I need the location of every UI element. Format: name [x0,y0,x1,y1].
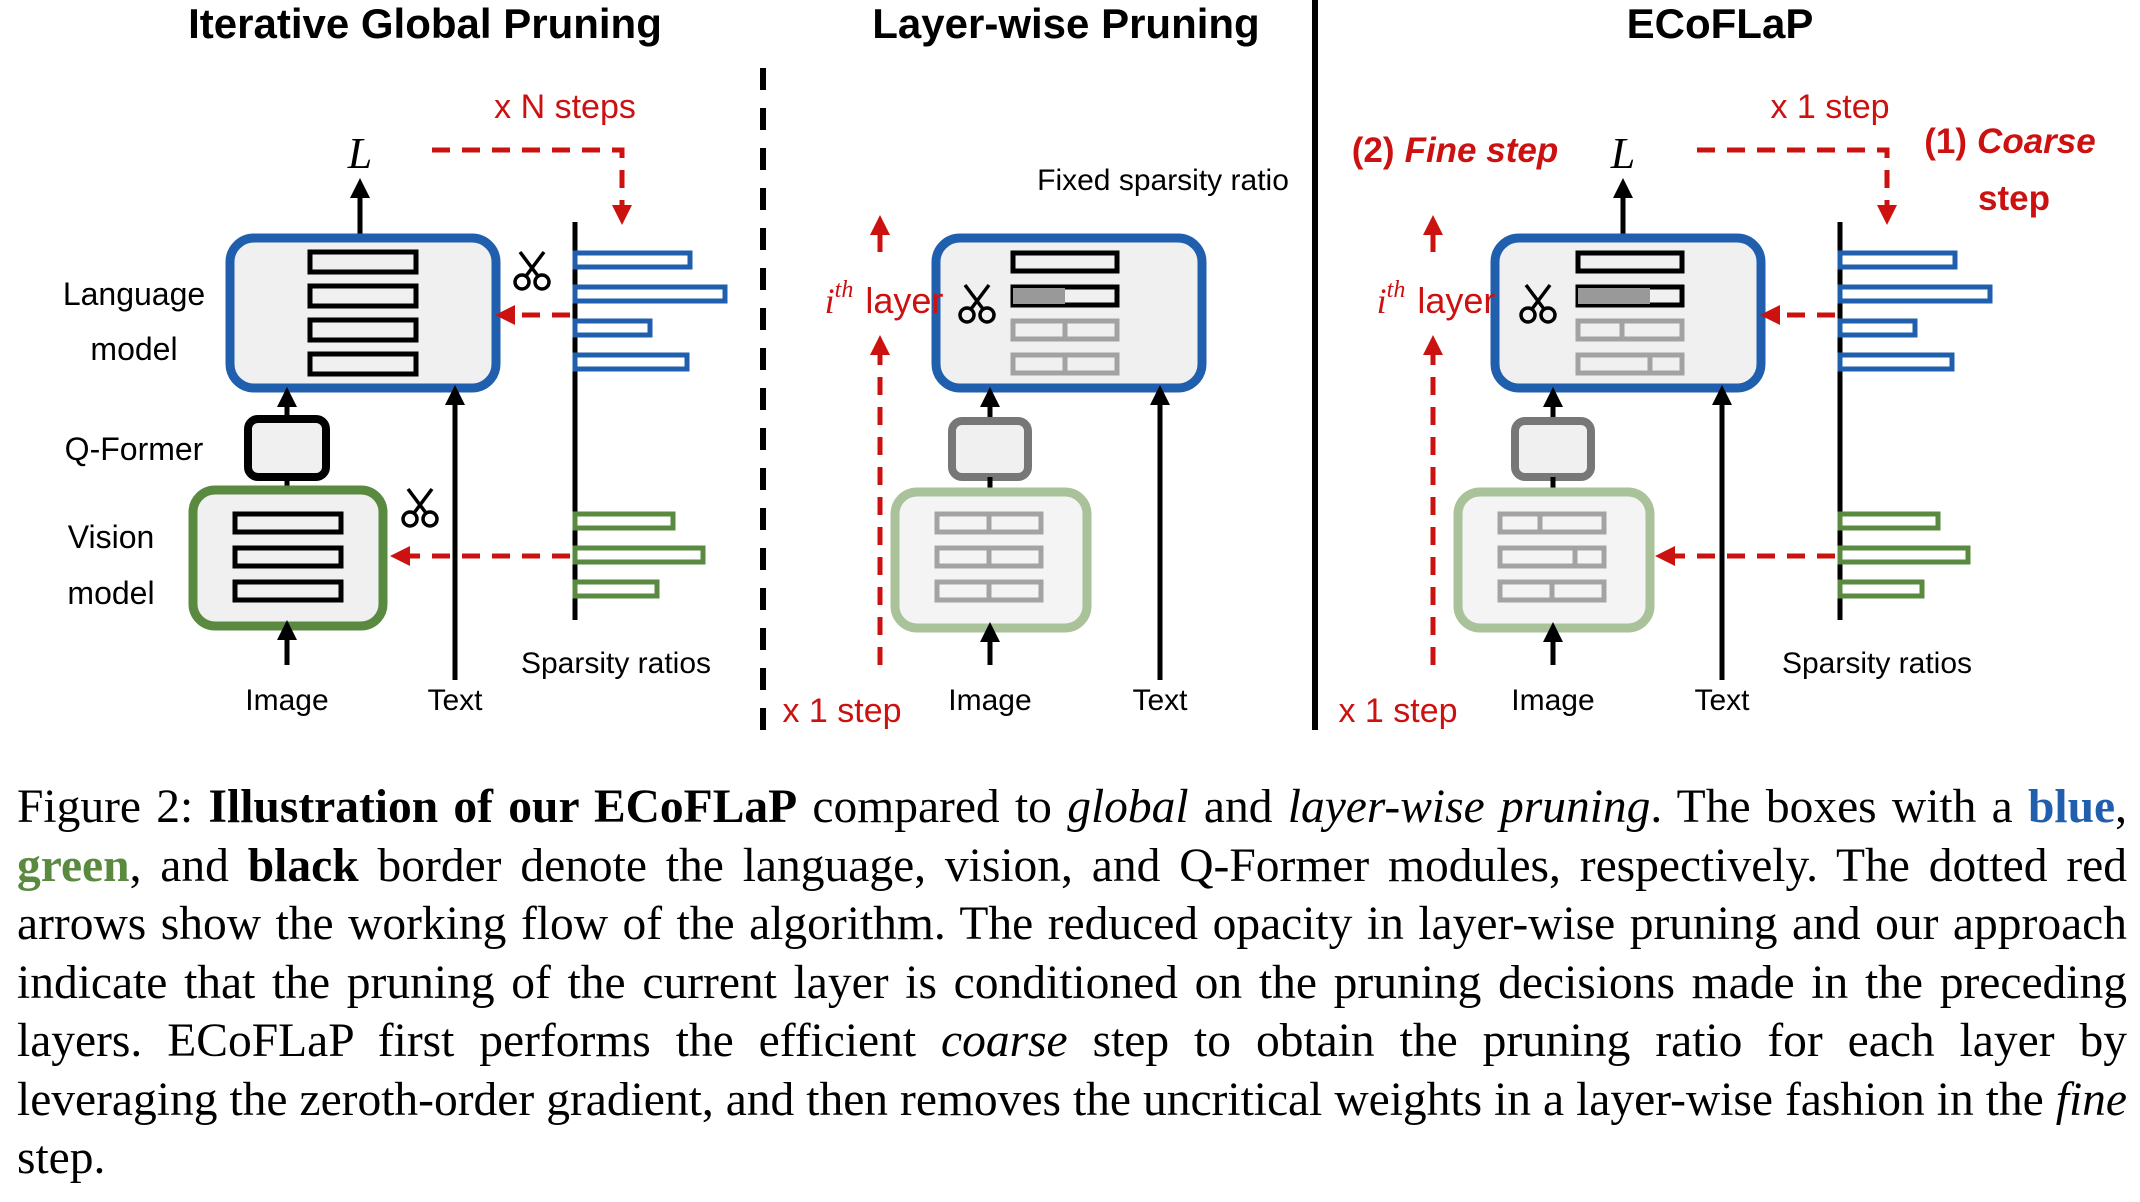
scissors-icon [513,250,551,291]
fine-step-label: (2)Fine step [1352,131,1558,170]
figure-caption: Figure 2: Illustration of our ECoFLaP co… [17,778,2127,1188]
caption-text: border denote the language, vision, and … [17,839,2127,1068]
sparsity-bar [572,579,660,599]
x-n-steps-label: x N steps [494,88,636,126]
caption-fig-label: Figure 2: [17,781,194,833]
caption-text: compared to [797,781,1068,833]
fixed-sparsity-label: Fixed sparsity ratio [1037,164,1289,197]
sparsity-bar [572,545,706,565]
caption-blue-word: blue [2028,781,2116,833]
sparsity-bar [572,511,676,531]
coarse-step-label: (1)Coarse [1924,122,2095,161]
qformer-label: Q-Former [65,431,204,467]
vision-model-label: Vision [68,519,155,555]
sparsity-bar [1837,579,1925,599]
loss-label: L [1610,129,1635,178]
caption-italic: layer-wise pruning [1287,781,1651,833]
caption-text: step to obtain the pruning ratio for eac… [17,1015,2127,1126]
vision-model-box [188,485,388,631]
panel-ecoflap: (2)Fine step L x 1 step (1)Coarse step [1338,88,2095,730]
sparsity-bar [1837,250,1958,270]
panel-global: Language model Q-Former Vision model L [63,88,728,717]
panel-title-ecoflap: ECoFLaP [1627,0,1814,47]
caption-text: , and [129,839,248,892]
caption-text: , [2115,781,2127,833]
text-label: Text [427,684,483,717]
image-label: Image [1511,684,1594,717]
language-model-label-2: model [90,331,177,367]
sparsity-bar [1837,318,1918,338]
language-model-box [225,233,501,393]
sparsity-bar [572,318,653,338]
panel-layerwise: Fixed sparsity ratio Image [782,164,1288,730]
caption-italic: global [1067,781,1189,833]
language-model-box [931,233,1207,393]
sparsity-bar [1837,352,1955,372]
image-label: Image [245,684,328,717]
pruning-diagram: Iterative Global Pruning Layer-wise Prun… [63,0,2096,730]
sparsity-bar [1837,284,1993,304]
coarse-step-label-2: step [1978,179,2050,218]
panel-title-layerwise: Layer-wise Pruning [872,0,1259,47]
x-1-step-label: x 1 step [782,692,901,730]
sparsity-bar [572,284,728,304]
text-label: Text [1132,684,1188,717]
qformer-box [948,417,1032,481]
text-label: Text [1694,684,1750,717]
caption-text: step. [17,1132,106,1184]
scissors-icon [401,487,439,528]
sparsity-ratios-label: Sparsity ratios [1782,647,1972,680]
caption-text: . The boxes with a [1650,781,2028,833]
sparsity-bar [1837,511,1941,531]
caption-green-word: green [17,839,130,892]
sparsity-ratios-label: Sparsity ratios [521,647,711,680]
panel-title-global: Iterative Global Pruning [188,0,662,47]
language-model-label: Language [63,276,205,312]
caption-italic: fine [2055,1073,2127,1126]
caption-italic: coarse [941,1015,1068,1067]
qformer-box [244,415,330,481]
vision-model-label-2: model [67,575,154,611]
sparsity-bar [572,352,690,372]
qformer-box [1511,417,1595,481]
caption-text: and [1188,781,1288,833]
sparsity-bar [572,250,693,270]
image-label: Image [948,684,1031,717]
x-1-step-label: x 1 step [1338,692,1457,730]
caption-bold-title: Illustration of our ECoFLaP [208,781,798,833]
caption-black-word: black [247,839,359,892]
sparsity-bar [1837,545,1971,565]
loss-label: L [347,129,372,178]
x-1-step-label: x 1 step [1770,88,1889,126]
